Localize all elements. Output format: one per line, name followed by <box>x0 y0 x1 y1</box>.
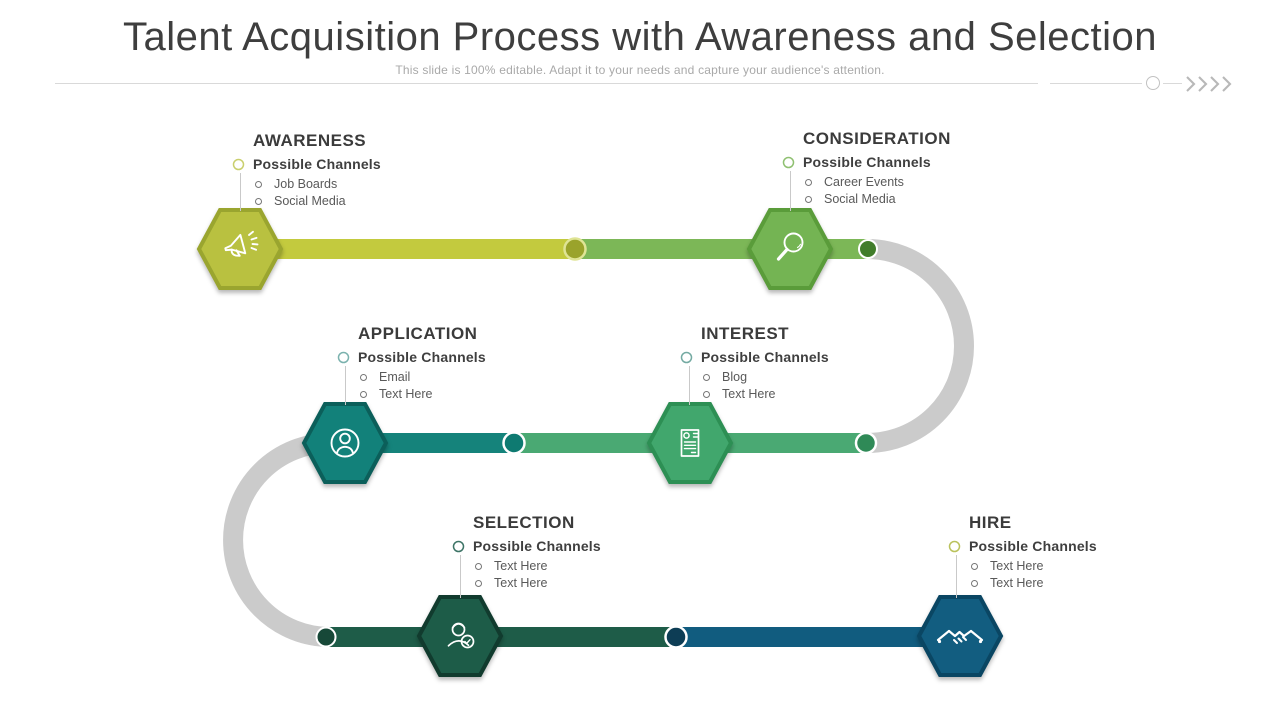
channel-bullet-icon <box>680 351 693 363</box>
flow-node-dot <box>502 431 526 455</box>
resume-icon <box>680 429 700 457</box>
channel-item: Social Media <box>824 192 896 206</box>
header-divider-dash <box>1163 83 1182 84</box>
channel-item: Text Here <box>990 576 1044 590</box>
item-bullet-icon <box>255 180 262 188</box>
flow-node-dot <box>563 237 587 261</box>
possible-channels-row: Possible Channels <box>452 538 662 554</box>
page-subtitle: This slide is 100% editable. Adapt it to… <box>395 63 885 77</box>
item-bullet-icon <box>805 178 812 186</box>
channel-bullet-icon <box>452 540 465 552</box>
stage-application-text: APPLICATION Possible Channels Email Text… <box>337 324 547 401</box>
stage-awareness-text: AWARENESS Possible Channels Job Boards S… <box>232 131 442 208</box>
channel-item: Text Here <box>379 387 433 401</box>
channel-item: Blog <box>722 370 748 384</box>
possible-channels-row: Possible Channels <box>680 349 890 365</box>
channels-label: Possible Channels <box>473 538 601 554</box>
hexagon-application <box>301 402 389 484</box>
hexagon-interest <box>646 402 734 484</box>
hexagon-hire <box>916 595 1004 677</box>
user-icon <box>330 428 360 458</box>
hexagon-consideration <box>746 208 834 290</box>
flow-line-segment <box>676 627 962 647</box>
channel-item: Text Here <box>494 576 548 590</box>
page-title: Talent Acquisition Process with Awarenes… <box>122 15 1157 59</box>
channel-item: Text Here <box>494 559 548 573</box>
possible-channels-row: Possible Channels <box>232 156 442 172</box>
stage-selection-text: SELECTION Possible Channels Text Here Te… <box>452 513 662 590</box>
stage-hire-text: HIRE Possible Channels Text Here Text He… <box>948 513 1158 590</box>
stage-title: APPLICATION <box>358 324 478 343</box>
flow-curve-left <box>223 433 331 647</box>
item-bullet-icon <box>971 579 978 587</box>
stage-title: CONSIDERATION <box>803 129 951 148</box>
channels-label: Possible Channels <box>358 349 486 365</box>
flow-node-dot <box>854 431 878 455</box>
flow-node-dot <box>315 626 337 648</box>
channel-item: Email <box>379 370 411 384</box>
hexagon-shape <box>746 208 834 290</box>
item-bullet-icon <box>360 373 367 381</box>
hexagon-awareness <box>196 208 284 290</box>
channel-bullet-icon <box>948 540 961 552</box>
megaphone-icon <box>224 230 259 257</box>
channels-label: Possible Channels <box>803 154 931 170</box>
possible-channels-row: Possible Channels <box>782 154 992 170</box>
item-bullet-icon <box>703 390 710 398</box>
header-divider <box>55 83 1038 84</box>
leader-line <box>790 171 791 211</box>
chevrons-icon <box>1186 76 1232 92</box>
flow-line-segment <box>240 239 575 259</box>
channel-item: Job Boards <box>274 177 338 191</box>
stage-title: INTEREST <box>701 324 790 343</box>
handshake-icon <box>936 629 984 644</box>
possible-channels-row: Possible Channels <box>948 538 1158 554</box>
stage-consideration-text: CONSIDERATION Possible Channels Career E… <box>782 129 992 206</box>
channels-label: Possible Channels <box>969 538 1097 554</box>
flow-node-dot <box>664 625 688 649</box>
channel-item: Text Here <box>990 559 1044 573</box>
leader-line <box>460 555 461 598</box>
magnifier-icon <box>776 232 804 261</box>
flow-node-dot <box>858 239 878 259</box>
channel-bullet-icon <box>337 351 350 363</box>
item-bullet-icon <box>805 195 812 203</box>
item-bullet-icon <box>475 579 482 587</box>
channels-label: Possible Channels <box>253 156 381 172</box>
channels-label: Possible Channels <box>701 349 829 365</box>
channel-bullet-icon <box>232 158 245 170</box>
item-bullet-icon <box>360 390 367 398</box>
leader-line <box>956 555 957 598</box>
channel-item: Text Here <box>722 387 776 401</box>
channel-bullet-icon <box>782 156 795 168</box>
stage-title: AWARENESS <box>253 131 367 150</box>
stage-title: HIRE <box>969 513 1012 532</box>
leader-line <box>689 366 690 405</box>
stage-interest-text: INTEREST Possible Channels Blog Text Her… <box>680 324 890 401</box>
channel-item: Social Media <box>274 194 346 208</box>
item-bullet-icon <box>703 373 710 381</box>
flow-curve-right <box>866 239 974 453</box>
header-divider-dash <box>1050 83 1142 84</box>
hexagon-selection <box>416 595 504 677</box>
leader-line <box>240 173 241 211</box>
item-bullet-icon <box>971 562 978 570</box>
candidate-search-icon <box>447 622 475 649</box>
stage-title: SELECTION <box>473 513 575 532</box>
hexagon-shape <box>196 208 284 290</box>
leader-line <box>345 366 346 405</box>
hexagon-shape <box>646 402 734 484</box>
item-bullet-icon <box>255 197 262 205</box>
divider-circle-icon <box>1146 76 1160 90</box>
hexagon-shape <box>916 595 1004 677</box>
item-bullet-icon <box>475 562 482 570</box>
flow-line-segment <box>345 433 515 453</box>
possible-channels-row: Possible Channels <box>337 349 547 365</box>
channel-item: Career Events <box>824 175 904 189</box>
